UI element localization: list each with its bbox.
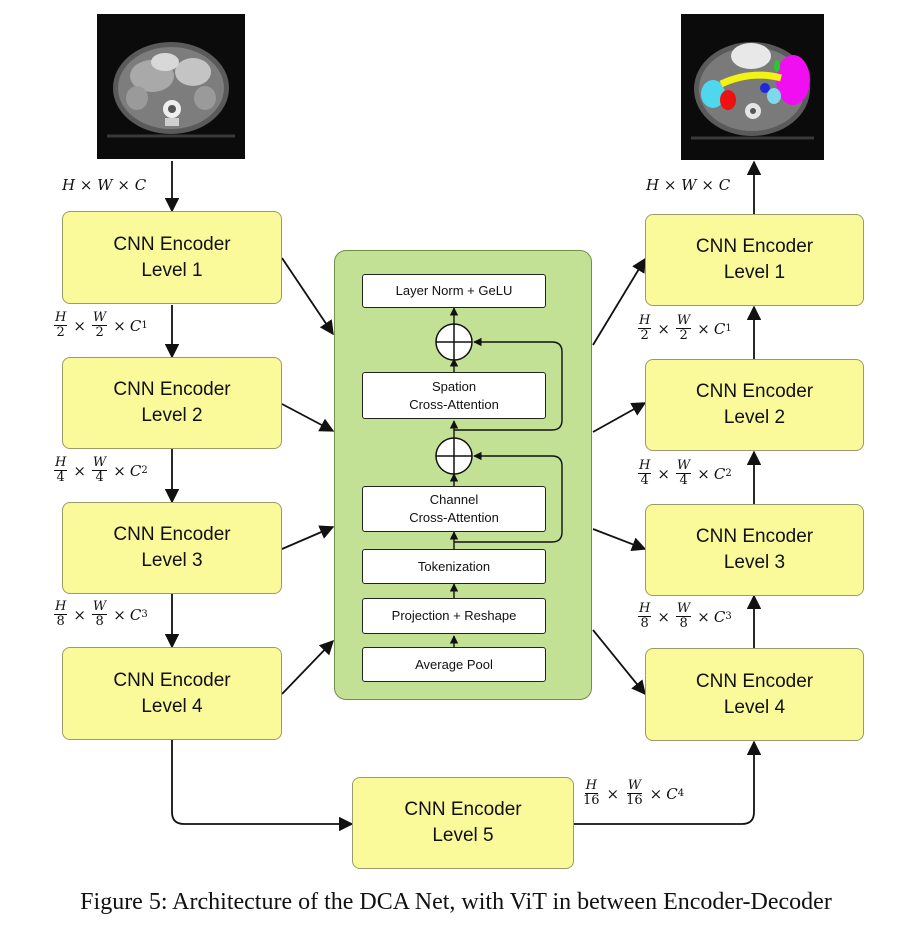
encoder-level-3-title: CNN Encoder — [113, 524, 231, 545]
arrow-encoder-2-to-vit — [281, 403, 335, 432]
arrow-encoder-1-to-vit — [281, 257, 334, 336]
decoder-level-1-level: Level 1 — [723, 262, 786, 283]
decoder-level-2: CNN Encoder Level 2 — [645, 359, 864, 451]
arrow-vit-to-decoder-2 — [592, 402, 647, 433]
tokenization-text: Tokenization — [417, 558, 491, 574]
output-dimension-label: H × W × C — [646, 176, 730, 194]
encoder-level-5: CNN Encoder Level 5 — [352, 777, 574, 869]
segmentation-graphic — [681, 14, 824, 160]
add-operation-upper — [435, 323, 473, 361]
decoder-level-3-level: Level 3 — [723, 552, 786, 573]
decoder-level-3: CNN Encoder Level 3 — [645, 504, 864, 596]
decoder-level-2-level: Level 2 — [723, 407, 786, 428]
decoder-level-3-title: CNN Encoder — [695, 526, 814, 547]
encoder-level-3: CNN Encoder Level 3 — [62, 502, 282, 594]
channel-line-1: Channel — [429, 492, 479, 507]
projection-reshape-block: Projection + Reshape — [362, 598, 546, 634]
add-operation-lower — [435, 437, 473, 475]
output-segmentation-image — [681, 14, 824, 160]
encoder-level-4: CNN Encoder Level 4 — [62, 647, 282, 740]
average-pool-text: Average Pool — [415, 656, 493, 672]
decoder-level-2-title: CNN Encoder — [695, 381, 814, 402]
tokenization-block: Tokenization — [362, 549, 546, 584]
encoder-level-4-title: CNN Encoder — [113, 669, 231, 691]
arrow-encoder-3-to-vit — [281, 525, 335, 550]
encoder-level-1: CNN Encoder Level 1 — [62, 211, 282, 304]
decoder-level-4: CNN Encoder Level 4 — [645, 648, 864, 741]
decoder-level-4-title: CNN Encoder — [695, 670, 814, 692]
encoder-level-4-level: Level 4 — [141, 695, 203, 717]
encoder-level-2-level: Level 2 — [141, 405, 203, 426]
input-ct-image — [97, 14, 245, 159]
encoder-level-5-title: CNN Encoder — [404, 799, 522, 820]
arrow-vit-to-decoder-3 — [592, 528, 647, 552]
average-pool-block: Average Pool — [362, 647, 546, 682]
layer-norm-block: Layer Norm + GeLU — [362, 274, 546, 308]
spatial-line-1: Spation — [431, 378, 477, 394]
arrow-vit-to-decoder-4 — [592, 629, 646, 696]
ct-scan-graphic — [97, 14, 245, 159]
encoder-level-5-level: Level 5 — [432, 825, 494, 846]
arrow-encoder-4-to-bottleneck — [171, 740, 354, 832]
encoder-level-2-title: CNN Encoder — [113, 379, 231, 400]
spatial-line-2: Cross-Attention — [409, 396, 499, 412]
channel-line-2: Cross-Attention — [409, 510, 499, 525]
figure-caption: Figure 5: Architecture of the DCA Net, w… — [80, 889, 832, 915]
output-dimension-text: H × W × C — [646, 176, 731, 194]
encoder-level-3-level: Level 3 — [141, 550, 203, 571]
decoder-level-4-level: Level 4 — [723, 696, 786, 718]
encoder-level-1-title: CNN Encoder — [113, 233, 231, 255]
arrow-vit-to-decoder-1 — [592, 257, 646, 346]
input-dimension-text: H × W × C — [62, 176, 147, 194]
arrow-bottleneck-to-decoder-4 — [574, 740, 762, 825]
arrow-encoder-4-to-vit — [281, 639, 334, 695]
spatial-cross-attention-block: Spation Cross-Attention — [362, 372, 546, 419]
decoder-level-1: CNN Encoder Level 1 — [645, 214, 864, 306]
input-dimension-label: H × W × C — [62, 176, 146, 194]
layer-norm-text: Layer Norm + GeLU — [395, 283, 513, 298]
projection-text: Projection + Reshape — [391, 608, 517, 623]
encoder-level-2: CNN Encoder Level 2 — [62, 357, 282, 449]
decoder-level-1-title: CNN Encoder — [695, 236, 814, 257]
channel-cross-attention-block: Channel Cross-Attention — [362, 486, 546, 532]
encoder-level-1-level: Level 1 — [141, 259, 203, 281]
